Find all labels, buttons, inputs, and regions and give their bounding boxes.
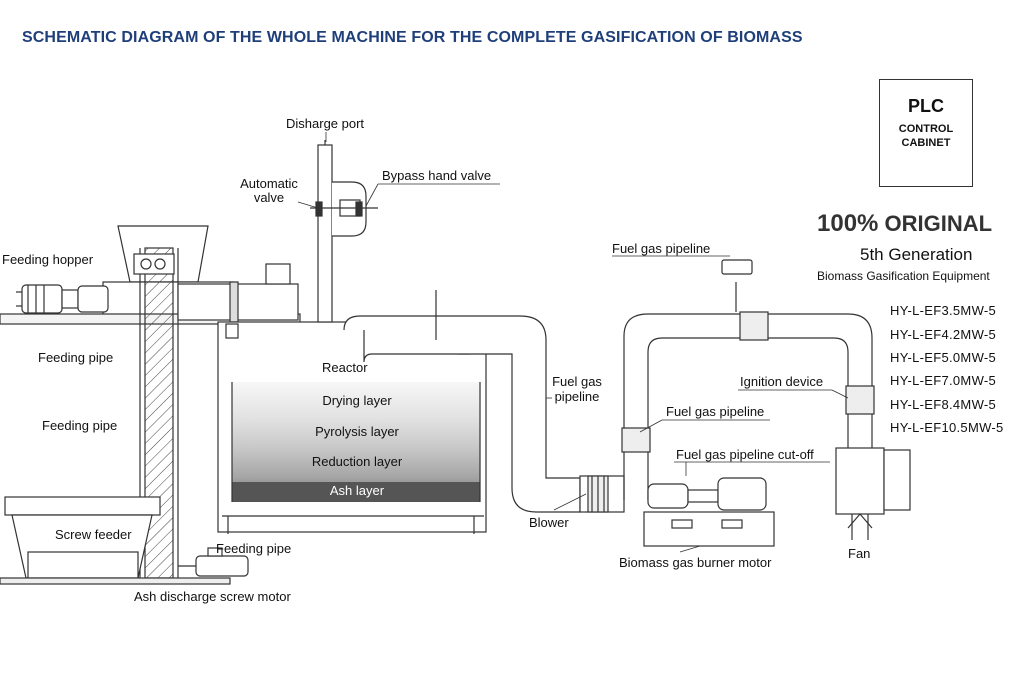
ash-layer-label: Ash layer xyxy=(329,483,385,498)
model-item: HY-L-EF8.4MW-5 xyxy=(890,397,997,412)
ignition-device-label: Ignition device xyxy=(740,374,824,389)
discharge-port-label: Disharge port xyxy=(286,116,365,131)
ash-discharge-motor-label: Ash discharge screw motor xyxy=(134,589,291,604)
blower-label: Blower xyxy=(529,515,569,530)
pyrolysis-layer-label: Pyrolysis layer xyxy=(315,424,399,439)
automatic-valve-label-1: Automatic xyxy=(240,176,298,191)
plc-control-cabinet: PLC CONTROL CABINET xyxy=(879,79,973,187)
plc-label: PLC xyxy=(908,96,944,116)
bypass-hand-valve-label: Bypass hand valve xyxy=(382,168,492,183)
fuel-gas-pipeline-right-label: Fuel gas pipeline xyxy=(666,404,765,419)
fan-label: Fan xyxy=(848,546,871,561)
feeding-pipe-label: Feeding pipe xyxy=(216,541,292,556)
model-item: HY-L-EF5.0MW-5 xyxy=(890,350,997,365)
reduction-layer-label: Reduction layer xyxy=(311,454,403,469)
original-word: ORIGINAL xyxy=(884,211,993,236)
ash-discharge-motor xyxy=(178,547,249,577)
original-badge: 100% ORIGINAL xyxy=(817,210,992,238)
model-item: HY-L-EF4.2MW-5 xyxy=(890,327,997,342)
fuel-gas-loop xyxy=(621,259,875,500)
screw-feeder xyxy=(0,496,231,585)
feeding-hopper-label: Feeding hopper xyxy=(2,252,94,267)
equipment-label: Biomass Gasification Equipment xyxy=(817,269,990,283)
leader-lines xyxy=(297,132,849,553)
original-percent: 100% xyxy=(817,210,879,237)
fuel-gas-pipeline-mid-label-2: pipeline xyxy=(554,389,600,404)
reactor-vessel xyxy=(217,321,487,534)
plc-control-label: CONTROL xyxy=(898,123,954,135)
feeding-pipe-label: Feeding pipe xyxy=(42,418,118,433)
blower-duct xyxy=(579,475,625,513)
generation-label: 5th Generation xyxy=(860,245,973,264)
model-item: HY-L-EF10.5MW-5 xyxy=(890,420,1004,435)
fuel-gas-pipeline-mid-label-1: Fuel gas xyxy=(552,374,602,389)
reactor-label: Reactor xyxy=(322,360,368,375)
discharge-stack xyxy=(310,140,378,323)
drying-layer-label: Drying layer xyxy=(322,393,392,408)
screw-feeder-label: Screw feeder xyxy=(55,527,132,542)
burner-motor-label: Biomass gas burner motor xyxy=(619,555,772,570)
diagram-title: SCHEMATIC DIAGRAM OF THE WHOLE MACHINE F… xyxy=(22,29,803,46)
fuel-gas-cutoff-label: Fuel gas pipeline cut-off xyxy=(676,447,814,462)
feeding-pipe-label: Feeding pipe xyxy=(38,350,114,365)
automatic-valve-label-2: valve xyxy=(253,190,285,205)
plc-cabinet-label: CABINET xyxy=(901,137,951,149)
fan-box xyxy=(835,447,911,540)
burner-motor xyxy=(643,477,775,547)
fuel-gas-pipeline-top-label: Fuel gas pipeline xyxy=(612,241,711,256)
model-item: HY-L-EF3.5MW-5 xyxy=(890,303,997,318)
model-item: HY-L-EF7.0MW-5 xyxy=(890,373,997,388)
